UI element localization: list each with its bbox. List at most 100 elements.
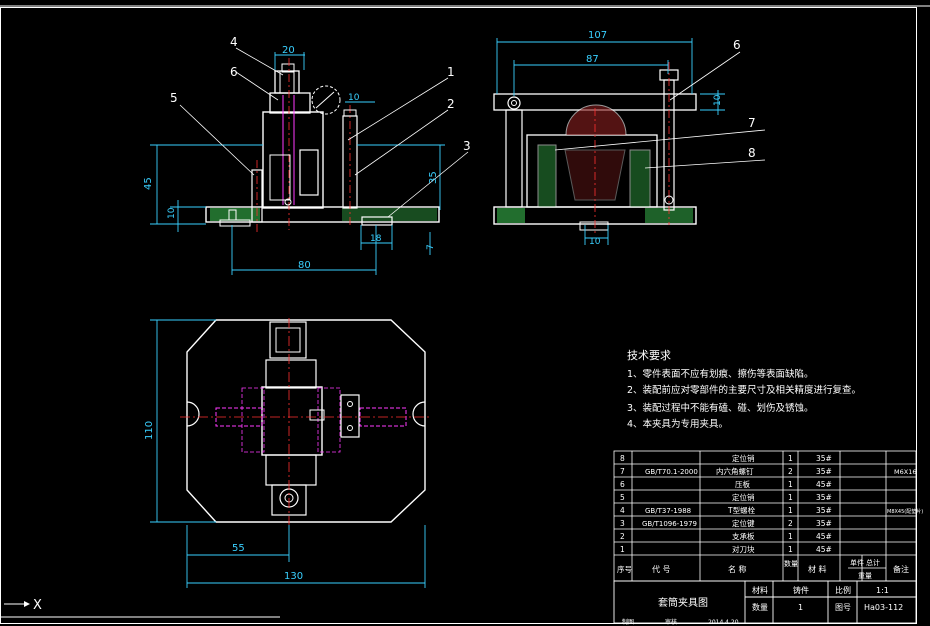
bom-name: 内六角螺钉 [716, 466, 754, 476]
drawing-name: 套筒夹具图 [658, 596, 708, 609]
dim-18: 18 [370, 234, 382, 244]
bom-row: 5 定位销 1 35# [620, 492, 832, 502]
tb-qty-value: 1 [798, 603, 803, 612]
balloon-2: 2 [447, 97, 455, 111]
bom-qty: 1 [788, 532, 793, 541]
front-balloons: 4 6 5 1 2 3 [170, 35, 471, 153]
balloon-side-8: 8 [748, 146, 756, 160]
bom-header-material: 材 料 [808, 564, 827, 574]
bom-no: 2 [620, 532, 625, 541]
bom-row: 7 GB/T70.1-2000 内六角螺钉 2 35# M6X16 [620, 466, 916, 476]
balloon-side-6: 6 [733, 38, 741, 52]
bom-no: 7 [620, 467, 625, 476]
bom-note: M6X16 [894, 468, 916, 476]
side-leaders [554, 51, 766, 169]
bom-code: GB/T37-1988 [645, 507, 691, 515]
tech-item-1: 1、零件表面不应有划痕、擦伤等表面缺陷。 [627, 368, 814, 380]
bom-material: 45# [816, 480, 832, 489]
bom-material: 35# [816, 454, 832, 463]
title-block-text: 套筒夹具图 材料 铸件 比例 1:1 数量 1 图号 Ha03-112 制图 审… [622, 585, 903, 626]
balloon-3: 3 [463, 139, 471, 153]
bom-name: 对刀块 [732, 544, 755, 554]
bom-material: 35# [816, 506, 832, 515]
tb-material-value: 铸件 [793, 585, 809, 595]
bom-rows: 8 定位销 1 35# 7 GB/T70.1-2000 内六角螺钉 2 35# … [617, 453, 923, 580]
bom-header-code: 代 号 [652, 564, 671, 574]
bom-row: 3 GB/T1096-1979 定位键 2 35# [620, 518, 832, 528]
tb-bottom-1: 制图 [622, 618, 634, 626]
dim-20: 20 [282, 45, 295, 56]
bom-row: 6 压板 1 45# [620, 479, 832, 489]
tb-qty-label: 数量 [752, 602, 768, 612]
balloon-6: 6 [230, 65, 238, 79]
side-dim-text: 107 87 10 10 [586, 30, 723, 247]
tech-item-4: 4、本夹具为专用夹具。 [627, 418, 728, 430]
bom-header-single: 单件 [850, 558, 864, 567]
plan-dimensions [150, 319, 426, 588]
tech-item-2: 2、装配前应对零部件的主要尺寸及相关精度进行复查。 [627, 384, 861, 396]
bom-qty: 2 [788, 467, 793, 476]
ucs-icon: X [4, 598, 42, 613]
bom-header-weight: 重量 [858, 572, 872, 580]
ucs-x-label: X [33, 598, 42, 613]
dim-55: 55 [232, 543, 245, 554]
bom-row: 4 GB/T37-1988 T型螺栓 1 35# M8X45(配垫片) [620, 505, 923, 515]
tb-drawing-no-value: Ha03-112 [864, 603, 903, 612]
dim-35: 35 [428, 171, 439, 184]
bom-material: 45# [816, 532, 832, 541]
balloon-5: 5 [170, 91, 178, 105]
front-dim-text: 20 10 45 10 35 18 80 7 [143, 45, 439, 271]
bom-code: GB/T1096-1979 [642, 520, 697, 528]
bom-no: 1 [620, 545, 625, 554]
tech-title: 技术要求 [627, 349, 671, 362]
bom-no: 5 [620, 493, 625, 502]
bom-no: 6 [620, 480, 625, 489]
balloon-1: 1 [447, 65, 455, 79]
side-view-dimensions [496, 38, 725, 245]
bom-row: 2 支承板 1 45# [620, 531, 832, 541]
dim-7: 7 [426, 244, 436, 250]
dim-130: 130 [284, 571, 303, 582]
bom-no: 8 [620, 454, 625, 463]
tech-item-3: 3、装配过程中不能有磕、碰、划伤及锈蚀。 [627, 402, 814, 414]
bom-header-row: 序号 代 号 名 称 数量 材 料 单件 总计 重量 备注 [617, 558, 909, 580]
dim-side-10: 10 [713, 94, 723, 106]
bom-qty: 1 [788, 480, 793, 489]
bom-note: M8X45(配垫片) [887, 508, 923, 515]
bom-name: 压板 [735, 479, 750, 489]
plan-view [180, 318, 432, 525]
bom-qty: 1 [788, 493, 793, 502]
tb-bottom-2: 审核 [665, 618, 677, 626]
dim-87: 87 [586, 54, 599, 65]
bom-header-name: 名 称 [728, 564, 747, 574]
bom-header-note: 备注 [893, 564, 909, 574]
bom-table [613, 450, 917, 582]
tb-bottom-3: 2014.4.20 [708, 619, 739, 626]
bom-material: 45# [816, 545, 832, 554]
bom-material: 35# [816, 467, 832, 476]
bom-no: 3 [620, 519, 625, 528]
bom-material: 35# [816, 493, 832, 502]
dim-10: 10 [167, 207, 177, 219]
balloon-4: 4 [230, 35, 238, 49]
dim-45: 45 [143, 177, 154, 190]
front-view-dimensions [150, 52, 445, 275]
tb-drawing-no-label: 图号 [835, 603, 851, 612]
front-leaders [179, 47, 469, 218]
bom-name: T型螺栓 [727, 505, 756, 515]
balloon-side-7: 7 [748, 116, 756, 130]
tb-material-label: 材料 [752, 585, 768, 595]
drawing-border [0, 7, 917, 624]
tech-requirements: 技术要求 1、零件表面不应有划痕、擦伤等表面缺陷。 2、装配前应对零部件的主要尺… [627, 349, 861, 430]
bom-name: 定位键 [732, 518, 755, 528]
bom-qty: 1 [788, 454, 793, 463]
bom-qty: 2 [788, 519, 793, 528]
tb-scale-value: 1:1 [876, 586, 889, 595]
side-view [493, 62, 697, 235]
bom-name: 支承板 [732, 531, 755, 541]
dim-107: 107 [588, 30, 607, 41]
bom-header-total: 总计 [866, 558, 880, 567]
bom-material: 35# [816, 519, 832, 528]
front-view [205, 58, 440, 232]
